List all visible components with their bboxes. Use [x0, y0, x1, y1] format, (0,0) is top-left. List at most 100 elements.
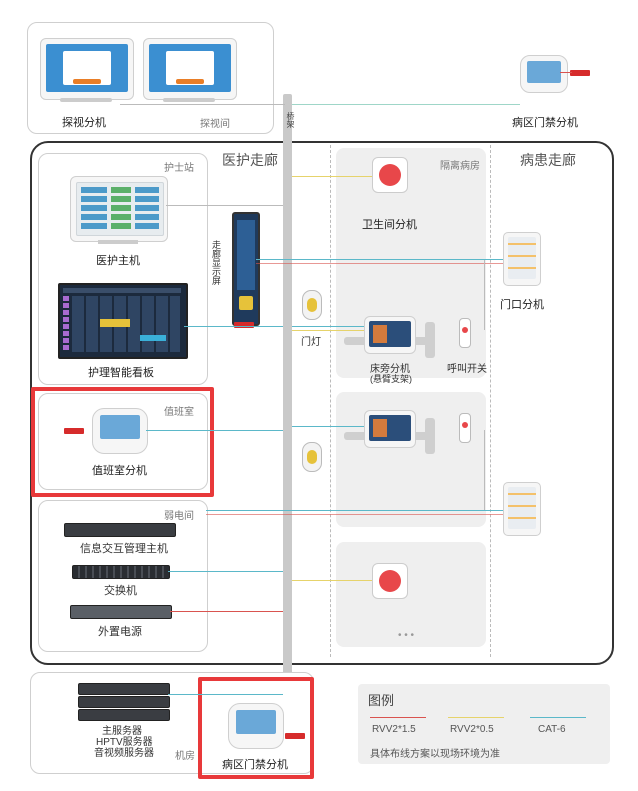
- door-light-device-2: [302, 442, 322, 472]
- wire-servers: [168, 694, 283, 695]
- corridor-screen-label: 走廊显示屏: [211, 240, 221, 285]
- wire-duty-room: [146, 430, 283, 431]
- wire-bedside-1: [292, 326, 364, 327]
- ward-access-top-device: [520, 55, 568, 93]
- bedside-extension-device-2: [364, 410, 416, 448]
- switch-label: 交换机: [104, 585, 137, 597]
- wire-door-ext-2-red: [206, 514, 503, 515]
- duty-extension-label: 值班室分机: [92, 465, 147, 477]
- legend-line-cat6: [530, 717, 586, 718]
- bedside-bracket-label: (悬臂支架): [370, 374, 412, 384]
- wire-ward-access-red: [560, 72, 572, 73]
- isolation-ward-label: 隔离病房: [440, 161, 480, 172]
- cable-trunk-label: 桥架: [286, 112, 295, 128]
- switch-device: [72, 565, 170, 579]
- duty-extension-tag: [64, 428, 84, 434]
- bedside-arm-post-2: [425, 418, 435, 454]
- nurse-host-grid-left: [81, 187, 107, 229]
- legend-title: 图例: [368, 693, 395, 708]
- patient-corridor-label: 病患走廊: [520, 152, 576, 168]
- toilet-extension-label: 卫生间分机: [362, 219, 417, 231]
- bedside-screen-pic-1: [373, 325, 387, 343]
- bedside-screen-1: [369, 321, 411, 347]
- smart-board-highlight-2: [140, 335, 166, 341]
- door-extension-screen-2: [508, 487, 536, 529]
- ward-access-bottom-device: [228, 703, 284, 749]
- smart-board-device: [58, 283, 188, 359]
- visit-extension-label: 探视分机: [62, 117, 106, 129]
- ward-access-top-label: 病区门禁分机: [512, 117, 578, 129]
- info-host-device: [64, 523, 176, 537]
- door-extension-screen-1: [508, 237, 536, 279]
- door-light-lamp-2: [307, 450, 317, 464]
- machine-room-label: 机房: [175, 751, 195, 762]
- server-label-3: 音视频服务器: [94, 748, 154, 759]
- bedside-extension-label: 床旁分机: [370, 364, 410, 375]
- cable-trunk: [283, 94, 292, 740]
- corridor-screen-inner: [237, 220, 255, 290]
- duty-extension-screen: [100, 415, 140, 439]
- smart-board-header: [63, 288, 181, 293]
- bedside-screen-2: [369, 415, 411, 441]
- door-light-device-1: [302, 290, 322, 320]
- nurse-host-label: 医护主机: [96, 255, 140, 267]
- wire-power: [170, 611, 283, 612]
- legend-label-rvv05: RVV2*0.5: [450, 724, 494, 735]
- wire-door-ext-2: [206, 510, 503, 511]
- wire-toilet: [292, 176, 372, 177]
- call-switch-device-2: [459, 413, 471, 443]
- toilet-extension-device: [372, 157, 408, 193]
- wire-nurse-host: [166, 205, 283, 206]
- wire-vertical-door-2: [484, 430, 485, 510]
- visit-extension-stand-2: [163, 98, 215, 102]
- bedside-extension-device-1: [364, 316, 416, 354]
- legend-box: [358, 684, 610, 764]
- wire-bedside-2: [292, 426, 364, 427]
- bedside-arm-post-1: [425, 322, 435, 358]
- door-light-label: 门灯: [301, 337, 321, 348]
- wire-visit-to-trunk: [120, 104, 285, 105]
- server-label-1: 主服务器: [102, 726, 142, 737]
- duty-extension-device: [92, 408, 148, 454]
- ward-access-top-screen: [527, 61, 561, 83]
- nurse-host-stand: [98, 240, 138, 244]
- smart-board-col-1: [63, 296, 69, 352]
- wire-door-ext-red: [256, 263, 503, 264]
- visit-screen-btn-1: [73, 79, 101, 84]
- ward3-call-device: [372, 563, 408, 599]
- toilet-extension-button: [379, 164, 401, 186]
- ward-area-3: [336, 542, 486, 647]
- corridor-screen-icon: [239, 296, 253, 310]
- wire-bedside-1-rvv: [292, 330, 364, 331]
- call-switch-button-2: [462, 422, 468, 428]
- nurse-host-device: [70, 176, 168, 242]
- duty-room-label: 值班室: [164, 407, 194, 418]
- legend-line-rvv15: [370, 717, 426, 718]
- ward-access-bottom-tag: [285, 733, 305, 739]
- call-switch-button-1: [462, 327, 468, 333]
- ward-ellipsis: • • •: [398, 630, 415, 641]
- smart-board-highlight: [100, 319, 130, 327]
- legend-note: 具体布线方案以现场环境为准: [370, 749, 500, 760]
- visit-extension-device-1: [40, 38, 134, 100]
- legend-label-rvv15: RVV2*1.5: [372, 724, 416, 735]
- visit-extension-stand-1: [60, 98, 112, 102]
- power-device: [70, 605, 172, 619]
- ward3-call-button: [379, 570, 401, 592]
- server-rack-3: [78, 709, 170, 721]
- door-light-lamp-1: [307, 298, 317, 312]
- bedside-screen-pic-2: [373, 419, 387, 437]
- wire-vertical-door-1: [484, 260, 485, 330]
- wire-trunk-to-ward-access: [292, 104, 520, 105]
- corridor-screen-device: [232, 212, 260, 326]
- server-rack-2: [78, 696, 170, 708]
- visit-screen-btn-2: [176, 79, 204, 84]
- corridor-screen-tag: [234, 322, 254, 328]
- duty-room-highlight: [31, 387, 214, 497]
- nurse-host-screen: [76, 182, 164, 236]
- corridor-divider-right: [490, 145, 491, 657]
- medical-corridor-label: 医护走廊: [222, 152, 278, 168]
- power-label: 外置电源: [98, 626, 142, 638]
- server-rack-1: [78, 683, 170, 695]
- wire-smart-board: [184, 326, 283, 327]
